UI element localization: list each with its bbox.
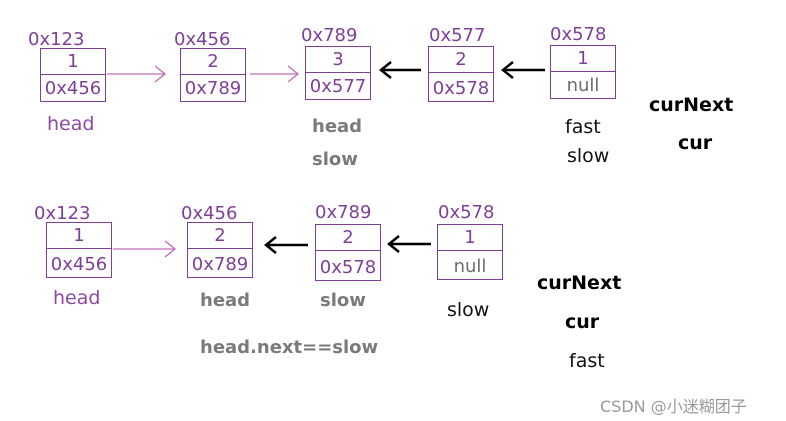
list-node: 2 0x578	[315, 224, 381, 281]
node-value: 2	[188, 223, 252, 249]
node-value: 1	[551, 46, 615, 72]
curnext-label: curNext	[649, 94, 734, 116]
node-next: null	[453, 256, 487, 277]
node-address: 0x578	[550, 24, 607, 45]
head-label: head	[53, 287, 101, 309]
node-value: 1	[47, 223, 111, 249]
node-next: 0x456	[44, 78, 102, 99]
node-address: 0x456	[174, 29, 231, 50]
slow-label: slow	[567, 145, 610, 167]
fast-label: fast	[569, 350, 605, 372]
list-node: 2 0x789	[180, 48, 246, 102]
node-next: 0x578	[432, 78, 490, 99]
node-next: 0x789	[184, 78, 242, 99]
node-address: 0x789	[301, 25, 358, 46]
list-node: 1 0x456	[46, 222, 112, 278]
node-address: 0x123	[34, 203, 91, 224]
list-node: 2 0x578	[428, 46, 494, 102]
node-next: 0x578	[319, 257, 377, 278]
slow-label: slow	[320, 290, 366, 311]
node-address: 0x456	[181, 203, 238, 224]
back-arrow	[378, 61, 421, 79]
node-value: 1	[41, 49, 105, 75]
node-address: 0x123	[28, 29, 85, 50]
head-label: head	[47, 113, 95, 135]
forward-arrow	[250, 65, 300, 83]
back-arrow	[386, 235, 431, 253]
node-address: 0x789	[315, 202, 372, 223]
slow-label: slow	[312, 149, 358, 170]
fast-label: fast	[565, 116, 601, 138]
node-next: 0x577	[309, 76, 367, 97]
list-node: 1 null	[550, 45, 616, 99]
node-next: null	[566, 75, 600, 96]
node-address: 0x577	[429, 25, 486, 46]
node-value: 2	[181, 49, 245, 75]
slow-label: slow	[447, 299, 490, 321]
back-arrow	[263, 236, 308, 254]
head-label: head	[312, 116, 363, 137]
watermark: CSDN @小迷糊团子	[600, 397, 747, 416]
node-value: 1	[438, 225, 502, 251]
forward-arrow	[107, 65, 167, 83]
cur-label: cur	[565, 311, 600, 333]
head-label: head	[200, 290, 251, 311]
node-value: 2	[316, 225, 380, 251]
condition-label: head.next==slow	[200, 337, 379, 358]
node-address: 0x578	[438, 202, 495, 223]
list-node: 3 0x577	[305, 46, 371, 100]
cur-label: cur	[678, 132, 713, 154]
curnext-label: curNext	[537, 272, 622, 294]
back-arrow	[500, 61, 545, 79]
list-node: 1 null	[437, 224, 503, 280]
list-node: 1 0x456	[40, 48, 106, 102]
list-node: 2 0x789	[187, 222, 253, 278]
node-value: 3	[306, 47, 370, 73]
node-next: 0x789	[191, 254, 249, 275]
node-next: 0x456	[50, 254, 108, 275]
forward-arrow	[113, 240, 177, 258]
node-value: 2	[429, 47, 493, 73]
